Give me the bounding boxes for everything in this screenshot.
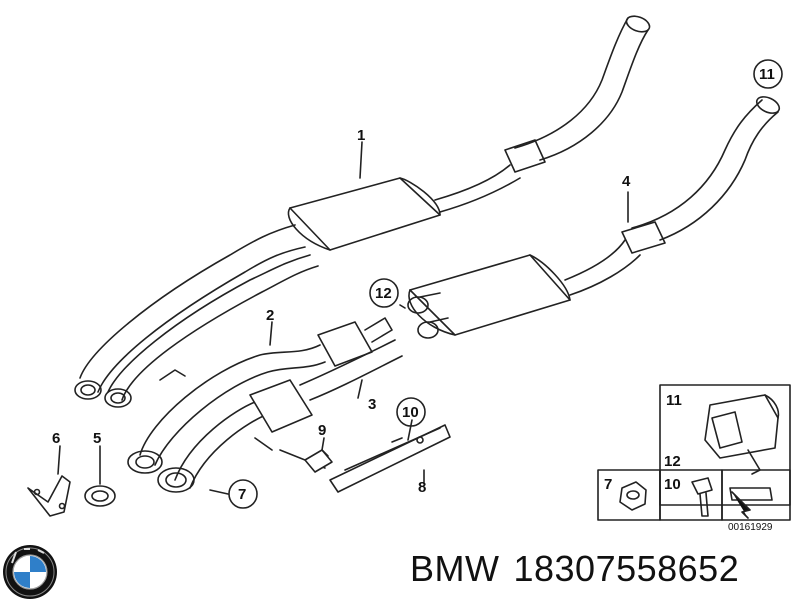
callout-1: 1 [357,127,365,144]
callout-8: 8 [418,479,426,496]
callout-11: 11 [759,66,775,83]
part-number: 18307558652 [513,548,740,589]
inset-label-10: 10 [664,476,681,493]
part-5-gasket [84,485,116,507]
brand-label: BMW [410,548,500,589]
part-caption: BMW 18307558652 [410,548,753,590]
diagram-ref-number: 00161929 [728,522,773,533]
part-4-rear-muffler [407,96,781,339]
bolt-10-drawing [691,477,713,517]
part-1-center-muffler [74,15,651,408]
callout-6: 6 [52,430,60,447]
part-2-catalytic-pipe [127,317,393,474]
callout-4: 4 [622,173,631,190]
callout-9: 9 [318,422,326,439]
callout-10: 10 [402,404,419,421]
callout-12: 12 [375,285,392,302]
parts-inset-panel [597,384,791,521]
part-9-rubber-mount [304,449,333,473]
part-6-bracket [27,475,71,517]
arrow-indicator-icon [729,487,773,519]
callout-5: 5 [93,430,101,447]
part-8-hanger-bracket [279,424,451,493]
part-3-catalytic-pipe [157,339,403,493]
bmw-logo [3,545,57,599]
callout-7: 7 [238,486,246,503]
inset-label-12: 12 [664,453,681,470]
inset-label-7: 7 [604,476,612,493]
nut-7-drawing [619,481,647,511]
clamp-11-12-drawing [704,394,780,475]
part-10-bolt [391,437,403,443]
callout-2: 2 [266,307,274,324]
callout-3: 3 [368,396,376,413]
inset-label-11: 11 [666,392,682,409]
